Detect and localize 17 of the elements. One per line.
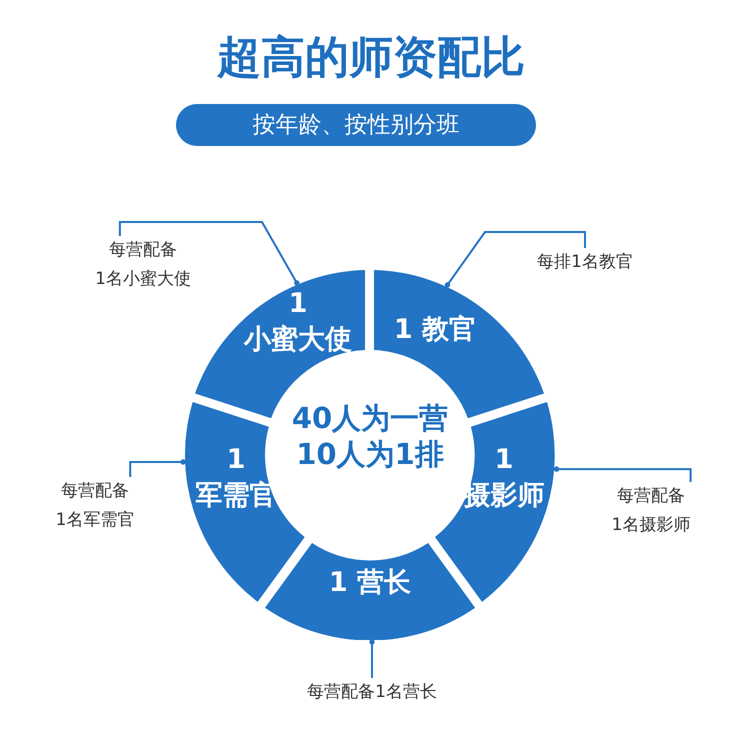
callout-text: 每排1名教官 — [510, 248, 660, 278]
segment-label: 1 教官 — [392, 312, 478, 347]
callout-text: 每营配备 1名小蜜大使 — [88, 236, 198, 300]
segment-label: 1 营长 — [328, 566, 412, 600]
subtitle-pill: 按年龄、按性别分班 — [176, 104, 536, 146]
leader-line — [444, 231, 586, 288]
ring-segment — [264, 542, 476, 640]
segment-label: 1 小蜜大使 — [242, 286, 353, 357]
leader-line — [118, 221, 300, 286]
callout-text: 每营配备 1名军需官 — [40, 477, 150, 541]
callout-text: 每营配备 1名摄影师 — [596, 482, 706, 546]
leader-line — [554, 466, 692, 482]
leader-line — [129, 459, 186, 477]
center-text: 40人为一营 10人为1排 — [285, 400, 455, 480]
title: 超高的师资配比 — [216, 31, 526, 85]
leader-line — [369, 639, 375, 678]
callout-text: 每营配备1名营长 — [282, 678, 462, 708]
